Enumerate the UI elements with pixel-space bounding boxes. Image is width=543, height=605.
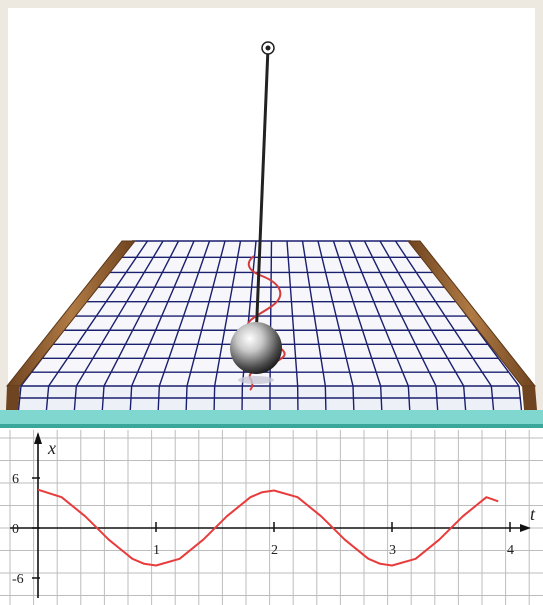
pendulum-string xyxy=(254,47,270,341)
x-axis-label: t xyxy=(530,504,536,524)
x-tick-label: 4 xyxy=(507,543,514,558)
base-rail-edge xyxy=(0,424,543,428)
y-tick-label: 6 xyxy=(12,472,19,487)
paper-grid-column xyxy=(286,240,299,387)
paper-grid-column xyxy=(213,240,242,387)
left-wood-rail-front xyxy=(6,386,20,410)
paper-grid-column xyxy=(379,240,465,387)
x-tick-label: 3 xyxy=(389,543,396,558)
paper-grid-column xyxy=(363,240,437,387)
x-tick-label: 1 xyxy=(153,543,160,558)
paper-grid-column xyxy=(131,240,195,387)
y-tick-label: 0 xyxy=(12,522,19,537)
pendulum xyxy=(230,41,282,384)
graph-panel: 6 0 -6 1 2 3 4 x t xyxy=(0,428,543,605)
graph-ticks: 6 0 -6 1 2 3 4 xyxy=(12,472,514,587)
paper-grid-column xyxy=(394,240,492,387)
y-tick-label: -6 xyxy=(12,572,24,587)
table-paper xyxy=(21,241,519,386)
ball-shadow xyxy=(238,376,274,384)
y-axis-arrow-icon xyxy=(34,432,42,444)
graph-grid xyxy=(0,430,543,605)
recording-table xyxy=(5,240,537,411)
y-axis-label: x xyxy=(47,438,56,458)
paper-grid-column xyxy=(317,240,354,387)
pivot-center xyxy=(265,45,271,51)
paper-grid-column xyxy=(186,240,226,387)
x-vs-t-curve xyxy=(37,488,499,567)
graph-background xyxy=(0,428,543,605)
x-tick-label: 2 xyxy=(271,543,278,558)
paper-grid-column xyxy=(332,240,382,387)
paper-grid-column xyxy=(348,240,409,387)
x-axis-arrow-icon xyxy=(520,524,531,532)
paper-grid-column xyxy=(48,240,149,387)
paper-grid-column xyxy=(301,240,327,387)
paper-grid-column xyxy=(103,240,180,387)
pendulum-ball xyxy=(230,322,282,374)
paper-grid-column xyxy=(158,240,211,387)
paper-grid-column xyxy=(75,240,164,387)
base-rail xyxy=(0,410,543,424)
right-wood-rail-front xyxy=(522,386,537,410)
